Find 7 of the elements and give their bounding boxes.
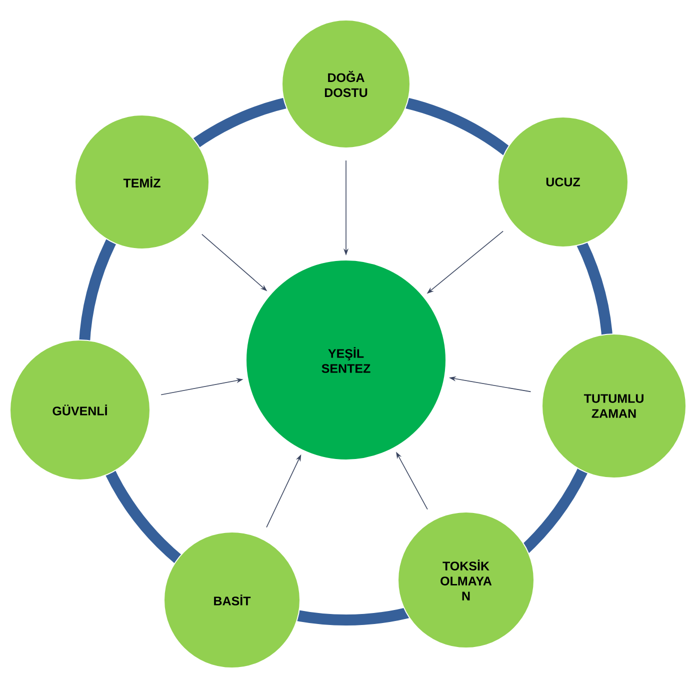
circle-node: GÜVENLİ bbox=[10, 340, 150, 480]
circle-node: BASİT bbox=[164, 532, 300, 668]
circle-node: TEMİZ bbox=[74, 114, 210, 250]
circle-node: UCUZ bbox=[498, 116, 628, 248]
circle-node: TUTUMLU ZAMAN bbox=[542, 334, 686, 478]
circle-node: DOĞA DOSTU bbox=[282, 20, 410, 148]
circle-node: TOKSİK OLMAYA N bbox=[398, 512, 534, 648]
